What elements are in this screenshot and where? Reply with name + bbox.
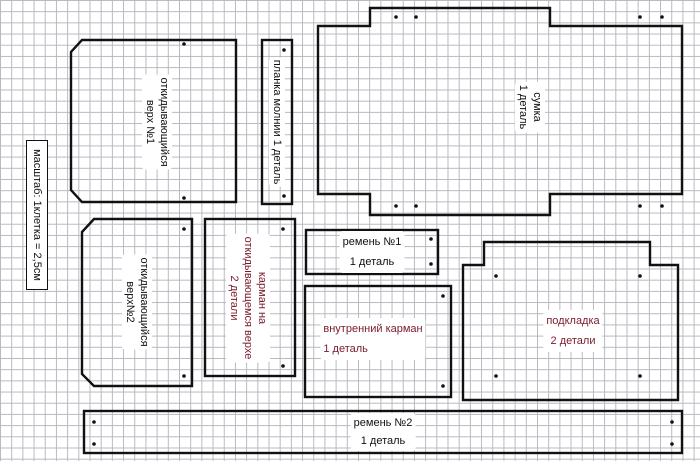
marker-dot [282, 48, 286, 52]
marker-dot [670, 420, 674, 424]
marker-dot [92, 420, 96, 424]
marker-dot [638, 274, 642, 278]
marker-dot [670, 442, 674, 446]
marker-dot [281, 364, 285, 368]
inner-pocket-label: внутренний карман 1 деталь [320, 318, 426, 360]
zipper-strip-label: планка молнии 1 деталь [269, 57, 285, 187]
marker-dot [494, 274, 498, 278]
strap-2-outline [82, 409, 684, 455]
marker-dot [281, 227, 285, 231]
flap-top-1-outline [69, 38, 238, 204]
flap-pocket-outline [203, 217, 297, 378]
marker-dot [414, 15, 418, 19]
flap-top-1-label: откидывающийся верх №1 [142, 74, 172, 170]
marker-dot [182, 374, 186, 378]
marker-dot [414, 204, 418, 208]
flap-top-2-label: откидывающийся верх№2 [122, 254, 152, 350]
bag-label: сумка 1 деталь [515, 81, 545, 133]
flap-pocket-label: карман на откидывающемся верхе 2 детали [226, 233, 270, 363]
marker-dot [638, 15, 642, 19]
marker-dot [441, 384, 445, 388]
zipper-strip-outline [260, 38, 294, 206]
scale-note: масштаб: 1клетка = 2,5см [26, 140, 48, 290]
inner-pocket-outline [303, 284, 453, 399]
bag-outline [316, 6, 684, 217]
marker-dot [429, 262, 433, 266]
marker-dot [660, 15, 664, 19]
marker-dot [638, 374, 642, 378]
marker-dot [282, 194, 286, 198]
marker-dot [182, 227, 186, 231]
marker-dot [660, 204, 664, 208]
strap-1-outline [304, 228, 440, 276]
marker-dot [638, 204, 642, 208]
scale-note-text: масштаб: 1клетка = 2,5см [31, 149, 43, 281]
marker-dot [441, 294, 445, 298]
marker-dot [182, 42, 186, 46]
marker-dot [494, 374, 498, 378]
marker-dot [394, 204, 398, 208]
strap-1-label: ремень №1 1 деталь [339, 231, 405, 273]
marker-dot [182, 196, 186, 200]
flap-top-2-outline [80, 217, 194, 388]
strap-2-label: ремень №2 1 деталь [350, 413, 416, 451]
marker-dot [92, 442, 96, 446]
marker-dot [429, 237, 433, 241]
marker-dot [394, 15, 398, 19]
lining-outline [461, 240, 680, 402]
lining-label: подкладка 2 детали [543, 310, 603, 352]
